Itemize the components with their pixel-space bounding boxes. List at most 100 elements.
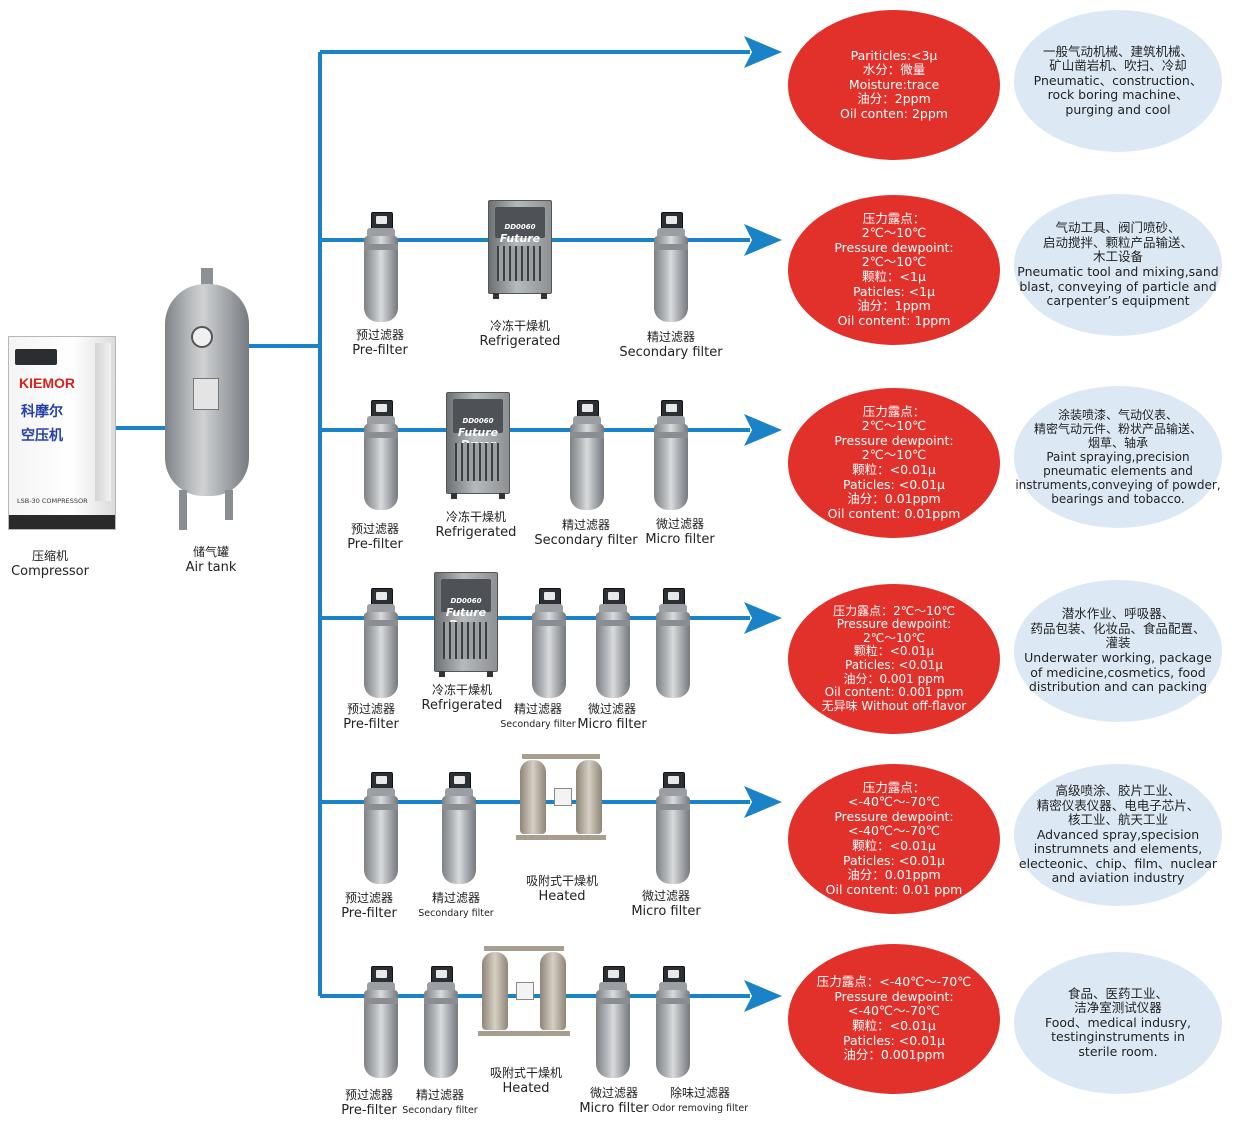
tank-leg-right (225, 490, 233, 520)
component-label-en: Micro filter (645, 532, 715, 547)
filter-icon (364, 212, 398, 322)
component-label: 精过滤器 Secondary filter (616, 330, 726, 360)
component-label-cn: 预过滤器 (344, 891, 393, 905)
result-line: 2℃～10℃ (861, 225, 927, 241)
result-line: 颗粒：<0.01μ (852, 462, 936, 477)
result-line: <-40℃～-70℃ (848, 823, 940, 839)
filter-icon (532, 588, 566, 698)
application-line: purging and cool (1065, 101, 1171, 117)
compressor-model: LSB-30 COMPRESSOR (17, 497, 88, 505)
component-label: 精过滤器 Secondary filter (532, 518, 640, 548)
result-circle: 压力露点： 2℃～10℃ Pressure dewpoint: 2℃～10℃ 颗… (788, 388, 1000, 538)
filter-icon (424, 966, 458, 1078)
component-label: 精过滤器 Secondary filter (396, 1088, 484, 1118)
result-line: Oil content: 0.01ppm (827, 505, 961, 521)
result-line: 油分：0.001ppm (843, 1047, 945, 1063)
component-label: 除味过滤器 Odor removing filter (648, 1086, 752, 1116)
component-label-en: Pre-filter (341, 906, 397, 921)
application-circle: 气动工具、阀门喷砂、 启动搅拌、颗粒产品输送、 木工设备 Pneumatic t… (1014, 194, 1222, 336)
application-line: 洁净室测试仪器 (1074, 1000, 1162, 1016)
filter-icon (364, 966, 398, 1078)
filter-icon (364, 772, 398, 884)
component-label-en: Micro filter (579, 1101, 649, 1116)
result-line: Pressure dewpoint: (836, 617, 952, 632)
application-line: and aviation industry (1051, 870, 1185, 886)
result-line: Pariticles:<3μ (850, 47, 938, 63)
application-line: 精密气动元件、粉状产品输送、 (1033, 422, 1202, 436)
adsorption-dryer-icon (478, 938, 570, 1060)
application-line: electeonic、chip、film、nuclear (1018, 855, 1218, 871)
tank-leg-left (179, 490, 187, 530)
component-label-en: Pre-filter (347, 537, 403, 552)
component-label-en: Pre-filter (352, 343, 408, 358)
component-label: 吸附式干燥机 Heated (478, 1066, 574, 1096)
component-label-cn: 预过滤器 (346, 702, 395, 716)
compressor-control-panel (15, 349, 57, 365)
result-line: Pressure dewpoint: (834, 988, 954, 1004)
filter-icon (570, 400, 604, 510)
arrow-2 (744, 224, 782, 256)
application-line: instruments,conveying of powder, (1015, 478, 1221, 492)
component-label: 微过滤器 Micro filter (626, 889, 706, 919)
application-line: pneumatic elements and (1043, 464, 1193, 478)
application-line: 涂装喷漆、气动仪表、 (1057, 408, 1178, 422)
filter-icon (442, 772, 476, 884)
result-line: Oil content: 0.01 ppm (825, 881, 963, 897)
component-label-cn: 冷冻干燥机 (489, 319, 550, 333)
component-label: 冷冻干燥机 Refrigerated (426, 510, 526, 540)
result-line: <-40℃～-70℃ (848, 794, 940, 810)
arrow-4 (744, 602, 782, 634)
compressor-label-cn: 压缩机 (31, 549, 68, 563)
result-line: Oil content: 0.001 ppm (824, 685, 964, 700)
application-line: Underwater working, package (1024, 650, 1212, 665)
component-label: 微过滤器 Micro filter (574, 1086, 654, 1116)
dryer-model: DD0060 (462, 417, 494, 425)
component-label-cn: 微过滤器 (589, 1086, 638, 1100)
refrigerated-dryer-icon: DD0060FutureDryer (488, 200, 552, 299)
component-label-en: Micro filter (577, 717, 647, 732)
component-label-cn: 除味过滤器 (669, 1086, 730, 1100)
filter-icon (654, 212, 688, 322)
result-line: 油分：2ppm (857, 91, 931, 107)
tank-valve (201, 268, 213, 288)
filter-icon (364, 588, 398, 698)
result-line: Paticles: <0.01μ (842, 1032, 945, 1048)
result-line: 颗粒：<0.01μ (852, 838, 936, 853)
component-label: 冷冻干燥机 Refrigerated (412, 683, 512, 713)
application-line: 精密仪表仪器、电电子芯片、 (1036, 797, 1200, 813)
application-line: Pneumatic、construction、 (1033, 72, 1203, 88)
result-line: 压力露点：<-40℃～-70℃ (816, 974, 972, 990)
component-label-cn: 预过滤器 (344, 1088, 393, 1102)
component-label-en: Secondary filter (500, 719, 576, 730)
application-line: Pneumatic tool and mixing,sand (1017, 264, 1219, 279)
component-label-cn: 冷冻干燥机 (445, 510, 506, 524)
application-circle: 一般气动机械、建筑机械、 矿山凿岩机、吹扫、冷却 Pneumatic、const… (1014, 10, 1222, 152)
component-label-cn: 精过滤器 (561, 518, 610, 532)
dryer-brand-line1: Future (457, 426, 499, 439)
component-label-cn: 精过滤器 (513, 702, 562, 716)
component-label-cn: 冷冻干燥机 (431, 683, 492, 697)
refrigerated-dryer-icon: DD0060FutureDryer (446, 392, 510, 499)
application-line: 木工设备 (1092, 249, 1143, 265)
compressor-unit: KIEMOR 科摩尔 空压机 LSB-30 COMPRESSOR (8, 336, 116, 530)
arrow-3 (744, 414, 782, 446)
application-line: instrumnets and elements, (1033, 841, 1203, 857)
component-label: 预过滤器 Pre-filter (328, 702, 414, 732)
result-line: Oil conten: 2ppm (840, 105, 948, 121)
result-line: 2℃～10℃ (863, 630, 925, 645)
component-label-cn: 微过滤器 (587, 702, 636, 716)
compressor-brand-en: KIEMOR (19, 375, 75, 391)
component-label: 预过滤器 Pre-filter (332, 522, 418, 552)
application-line: Food、medical indusry, (1044, 1014, 1191, 1030)
application-circle: 高级喷涂、胶片工业、 精密仪表仪器、电电子芯片、 核工业、航天工业 Advanc… (1014, 764, 1222, 906)
result-line: 无异味 Without off-flavor (821, 698, 967, 713)
result-circle: 压力露点：2℃～10℃ Pressure dewpoint: 2℃～10℃ 颗粒… (788, 584, 1000, 734)
component-label-en: Pre-filter (343, 717, 399, 732)
application-line: distribution and can packing (1028, 679, 1208, 695)
result-line: 油分：0.001 ppm (843, 671, 945, 686)
compressor-label-en: Compressor (11, 564, 89, 579)
component-label: 微过滤器 Micro filter (574, 702, 650, 732)
result-line: Pressure dewpoint: (834, 432, 954, 448)
component-label-en: Refrigerated (479, 334, 561, 349)
component-label-en: Odor removing filter (651, 1103, 749, 1114)
